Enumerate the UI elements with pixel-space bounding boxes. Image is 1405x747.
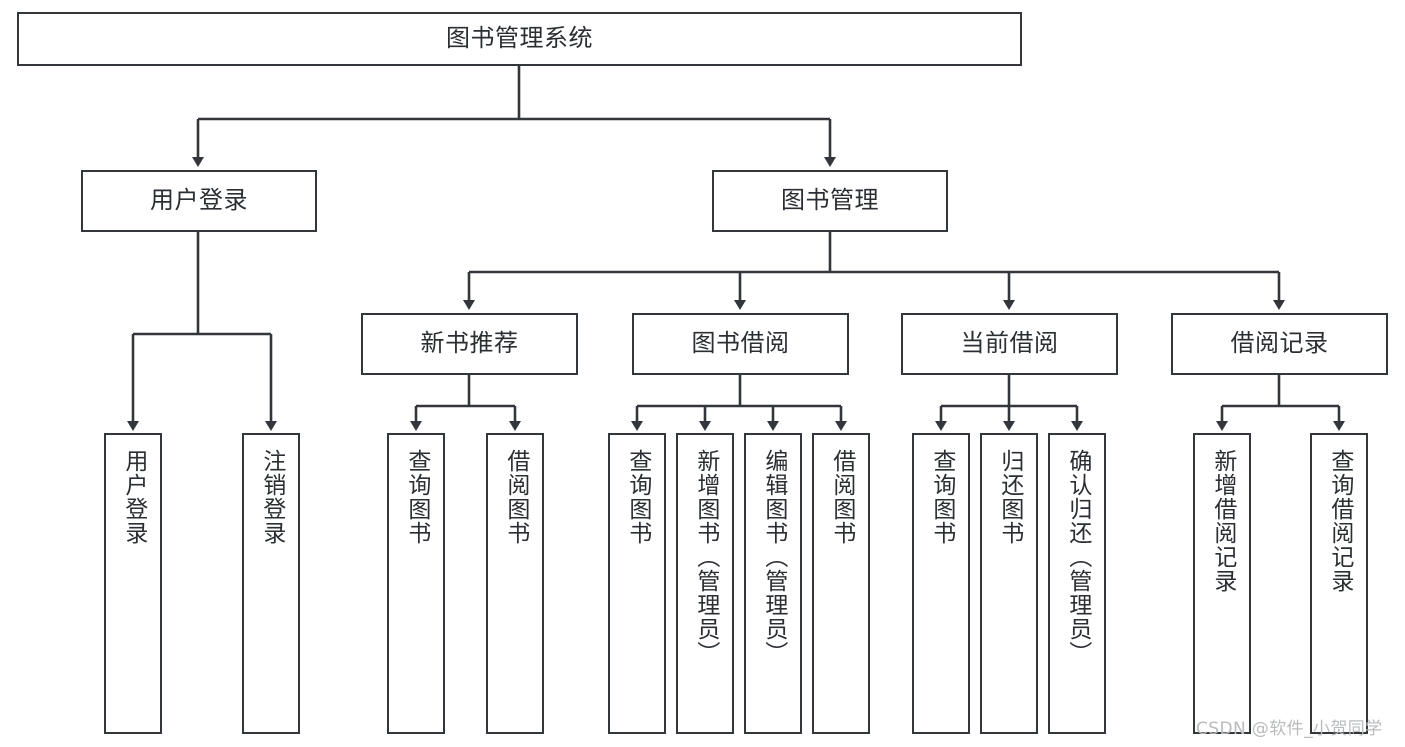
node-leaf-query-book-2[interactable]: 查询图书 bbox=[608, 433, 666, 734]
node-book-manage-label: 图书管理 bbox=[781, 186, 879, 215]
node-leaf-add-record-label: 新增借阅记录 bbox=[1209, 449, 1236, 593]
node-book-borrow-label: 图书借阅 bbox=[691, 329, 790, 358]
node-leaf-query-record[interactable]: 查询借阅记录 bbox=[1310, 433, 1368, 734]
node-leaf-query-book-2-label: 查询图书 bbox=[624, 449, 651, 545]
node-leaf-user-login-label: 用户登录 bbox=[120, 449, 147, 545]
node-user-login[interactable]: 用户登录 bbox=[81, 170, 317, 232]
node-leaf-query-record-label: 查询借阅记录 bbox=[1326, 449, 1353, 593]
node-leaf-confirm-return-label: 确认归还（管理员） bbox=[1064, 449, 1091, 665]
node-leaf-edit-book[interactable]: 编辑图书（管理员） bbox=[744, 433, 802, 734]
node-leaf-edit-book-label: 编辑图书（管理员） bbox=[760, 449, 787, 665]
node-borrow-record[interactable]: 借阅记录 bbox=[1171, 313, 1388, 375]
node-leaf-logout[interactable]: 注销登录 bbox=[242, 433, 300, 734]
node-root-label: 图书管理系统 bbox=[446, 24, 593, 53]
node-leaf-borrow-book-1[interactable]: 借阅图书 bbox=[486, 433, 544, 734]
watermark: CSDN @软件_小贺同学 bbox=[1196, 719, 1383, 739]
node-leaf-query-book-3-label: 查询图书 bbox=[928, 449, 955, 545]
node-book-borrow[interactable]: 图书借阅 bbox=[632, 313, 849, 375]
node-leaf-query-book-3[interactable]: 查询图书 bbox=[912, 433, 970, 734]
node-leaf-borrow-book-1-label: 借阅图书 bbox=[502, 449, 529, 545]
node-leaf-borrow-book-2-label: 借阅图书 bbox=[828, 449, 855, 545]
node-leaf-add-book-label: 新增图书（管理员） bbox=[692, 449, 719, 665]
node-leaf-return-book[interactable]: 归还图书 bbox=[980, 433, 1038, 734]
node-current-borrow[interactable]: 当前借阅 bbox=[901, 313, 1118, 375]
node-user-login-label: 用户登录 bbox=[150, 186, 248, 215]
node-current-borrow-label: 当前借阅 bbox=[960, 329, 1059, 358]
node-leaf-add-record[interactable]: 新增借阅记录 bbox=[1193, 433, 1251, 734]
node-leaf-user-login[interactable]: 用户登录 bbox=[104, 433, 162, 734]
node-book-manage[interactable]: 图书管理 bbox=[712, 170, 948, 232]
node-borrow-record-label: 借阅记录 bbox=[1230, 329, 1329, 358]
node-leaf-confirm-return[interactable]: 确认归还（管理员） bbox=[1048, 433, 1106, 734]
node-leaf-query-book-1[interactable]: 查询图书 bbox=[387, 433, 445, 734]
node-new-book-rec-label: 新书推荐 bbox=[420, 329, 519, 358]
node-leaf-return-book-label: 归还图书 bbox=[996, 449, 1023, 545]
node-leaf-logout-label: 注销登录 bbox=[258, 449, 285, 545]
node-new-book-rec[interactable]: 新书推荐 bbox=[361, 313, 578, 375]
node-root[interactable]: 图书管理系统 bbox=[17, 12, 1022, 66]
node-leaf-query-book-1-label: 查询图书 bbox=[403, 449, 430, 545]
node-leaf-add-book[interactable]: 新增图书（管理员） bbox=[676, 433, 734, 734]
node-leaf-borrow-book-2[interactable]: 借阅图书 bbox=[812, 433, 870, 734]
